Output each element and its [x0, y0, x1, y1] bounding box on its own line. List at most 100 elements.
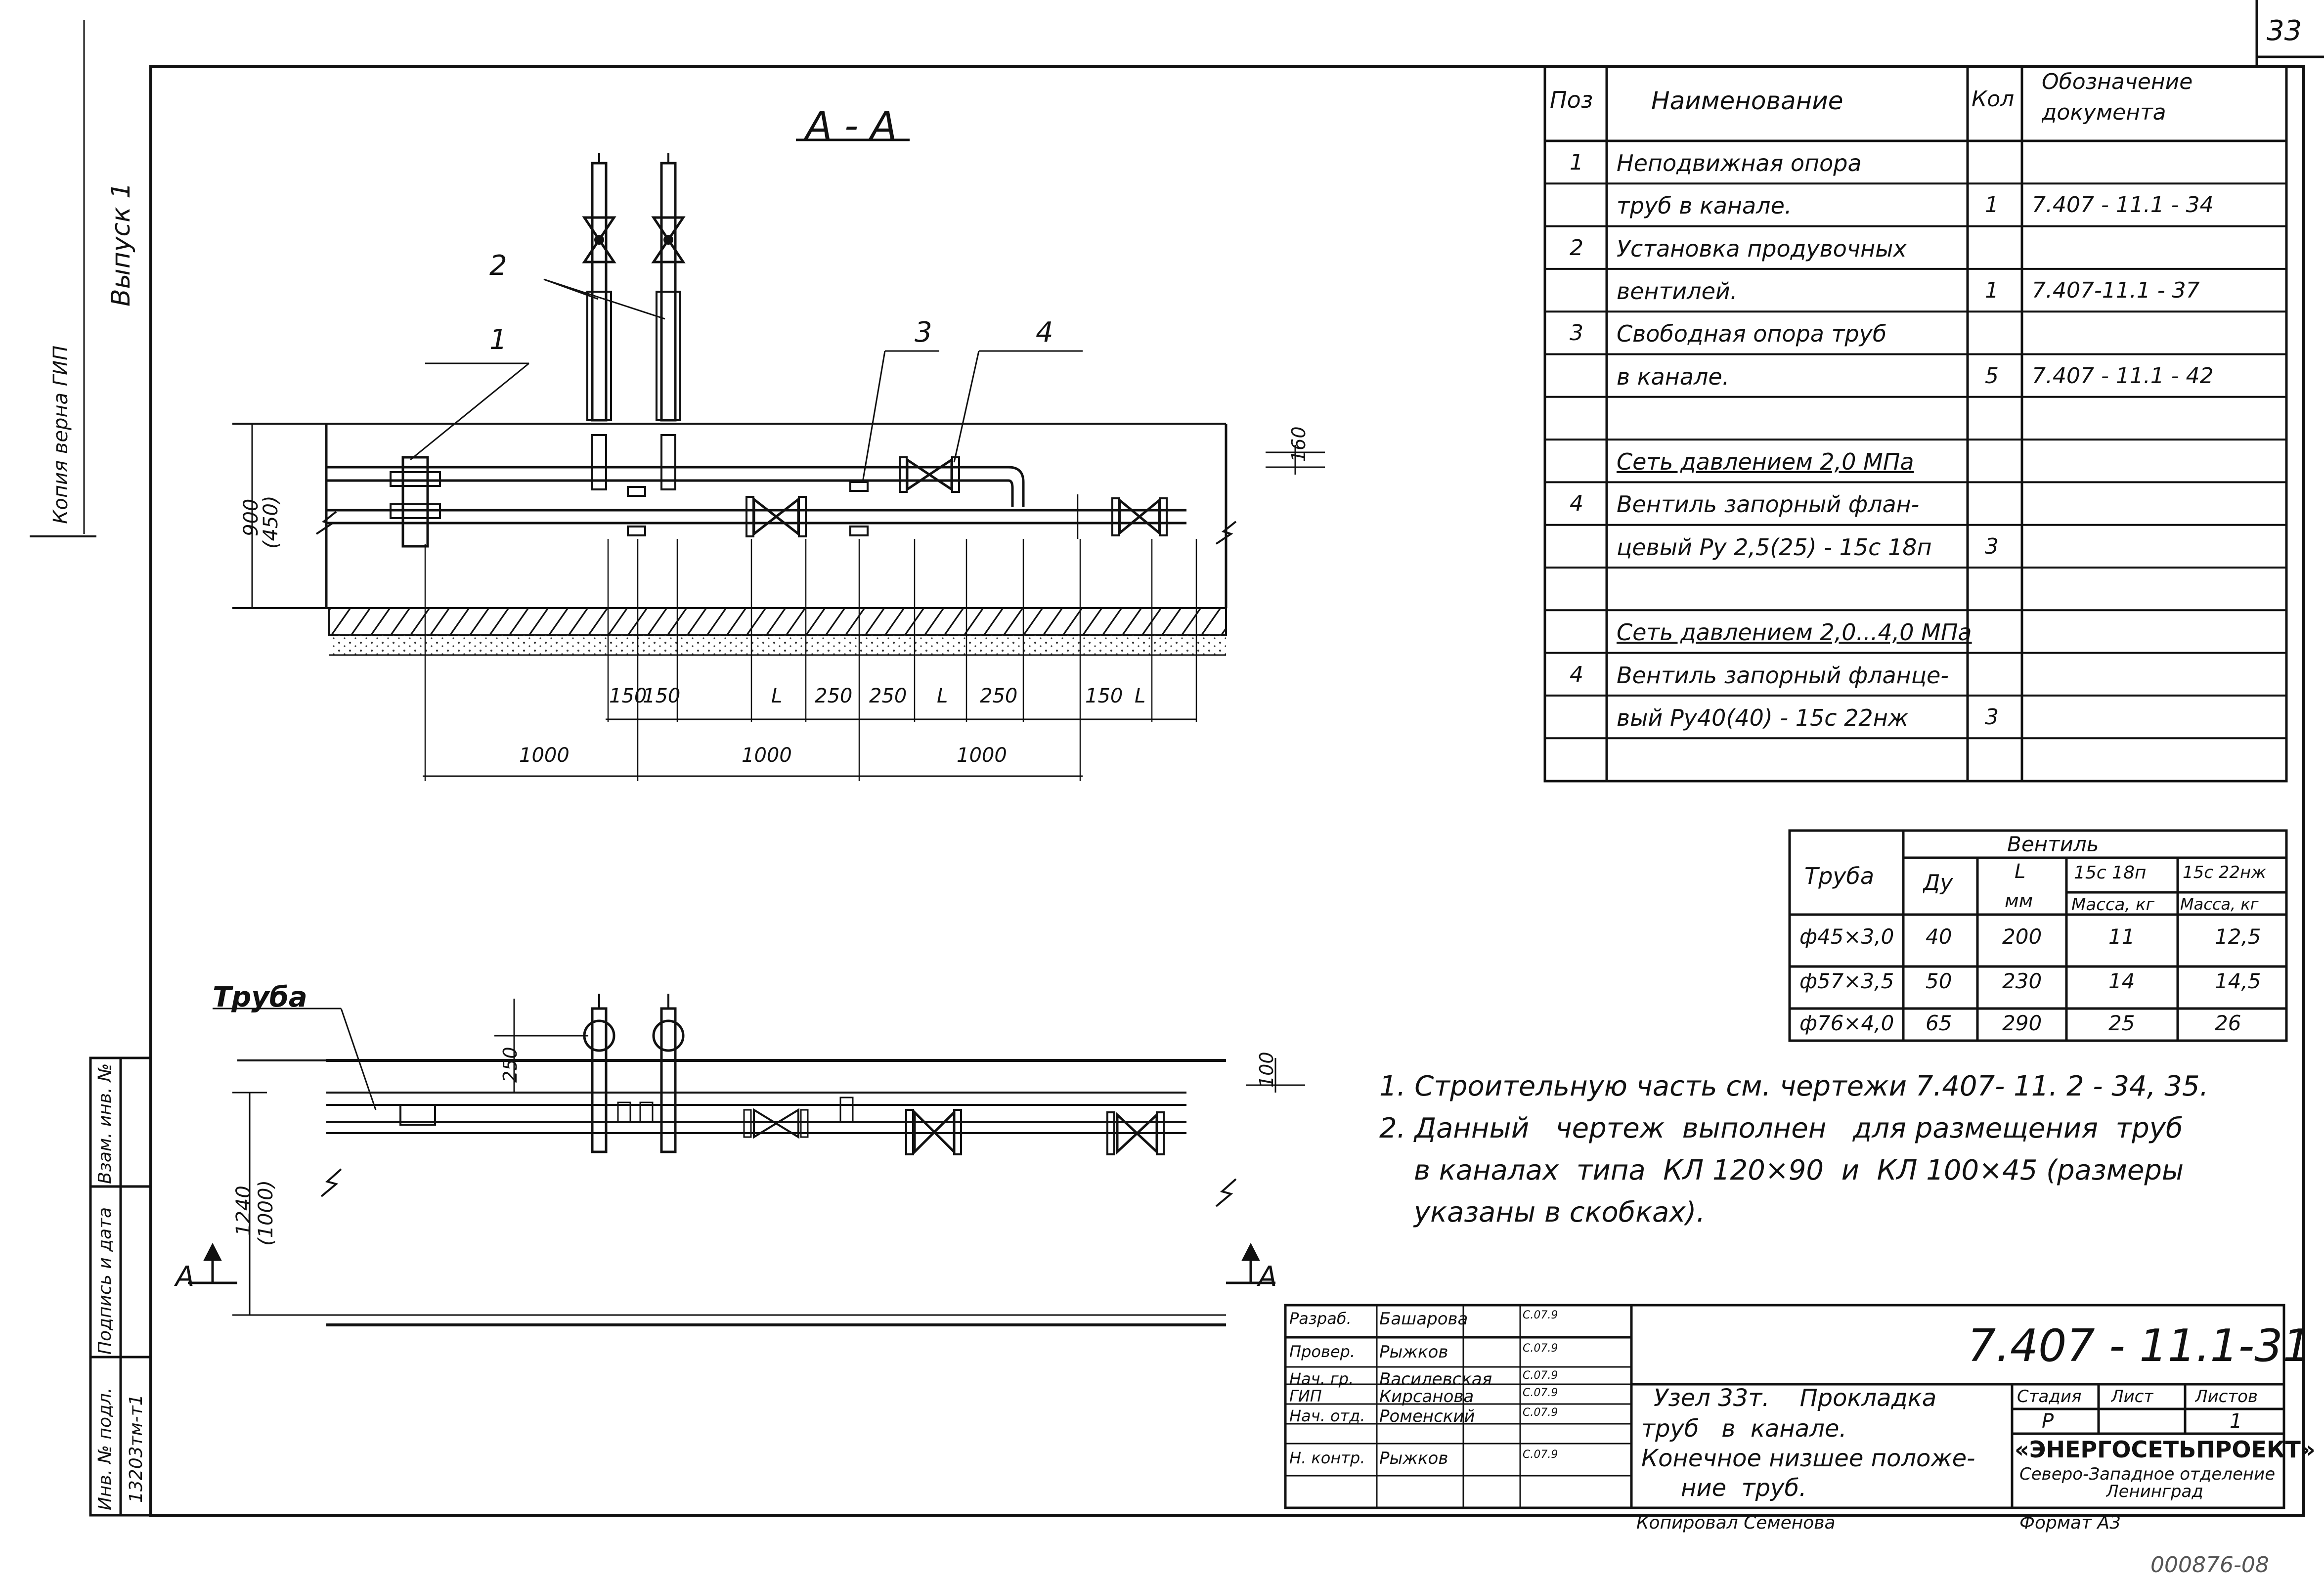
- tb-roles-0: Разраб.: [1289, 1309, 1352, 1328]
- valve-r2-pipe: ф76×4,0: [1799, 1011, 1894, 1035]
- callout-4: 4: [1036, 316, 1053, 349]
- tb-names-5: Рыжков: [1379, 1449, 1448, 1468]
- valve-r2-m2: 26: [2215, 1011, 2241, 1035]
- note-2: 2. Данный чертеж выполнен для размещения…: [1379, 1112, 2183, 1144]
- dim-150-c: 150: [1085, 685, 1123, 707]
- valve-r1-m2: 14,5: [2215, 969, 2261, 993]
- dim-plan-outer: 1240: [232, 1186, 255, 1236]
- side-stamp: Копия верна ГИП: [49, 345, 72, 524]
- dim-150-b: 150: [643, 685, 681, 707]
- note-1: 1. Строительную часть см. чертежи 7.407-…: [1379, 1070, 2209, 1102]
- spec-cell-r5-c2: 5: [1985, 363, 1999, 389]
- dim-plan-inner: (1000): [255, 1180, 277, 1246]
- spec-table-grid: [1543, 65, 2288, 783]
- valve-r1-pipe: ф57×3,5: [1799, 969, 1894, 993]
- tb-desc-2: труб в канале.: [1641, 1415, 1847, 1443]
- tb-org-sub2: Ленинград: [2106, 1482, 2203, 1501]
- sheet-number: 33: [2267, 15, 2302, 47]
- callout-3: 3: [915, 316, 932, 349]
- callout-2: 2: [489, 250, 507, 282]
- tb-roles-2: Нач. гр.: [1289, 1369, 1354, 1388]
- dim-offset: 160: [1288, 426, 1310, 462]
- spec-header-qty: Кол: [1972, 87, 2015, 112]
- valve-r1-m1: 14: [2108, 969, 2135, 993]
- tb-dates-1: С.07.9: [1523, 1342, 1558, 1355]
- spec-cell-r8-c1: Вентиль запорный флан-: [1617, 491, 1920, 518]
- valve-h-m1: Масса, кг: [2071, 895, 2155, 915]
- dim-l-b: L: [937, 685, 948, 707]
- valve-r0-pipe: ф45×3,0: [1799, 924, 1894, 949]
- side-vypusk: Выпуск 1: [106, 182, 136, 307]
- title-block-grid: [1284, 1304, 2285, 1509]
- spec-cell-r1-c2: 1: [1985, 192, 1999, 218]
- spec-cell-r1-c1: труб в канале.: [1617, 192, 1792, 220]
- dim-250-a: 250: [815, 685, 853, 707]
- tb-names-1: Рыжков: [1379, 1342, 1448, 1362]
- spec-cell-r13-c1: вый Ру40(40) - 15с 22нж: [1617, 704, 1909, 731]
- section-mark-left: А: [175, 1261, 195, 1293]
- spec-cell-r5-c1: в канале.: [1617, 363, 1730, 390]
- spec-cell-r4-c0: 3: [1570, 320, 1583, 346]
- spec-cell-r2-c0: 2: [1570, 235, 1583, 261]
- tb-desc-4: ние труб.: [1681, 1474, 1807, 1502]
- tb-sheets: 1: [2230, 1410, 2242, 1433]
- valve-h-mm: мм: [2005, 890, 2033, 912]
- valve-r2-m1: 25: [2108, 1011, 2135, 1035]
- section-title: А - А: [806, 104, 897, 148]
- valve-r0-m1: 11: [2108, 924, 2135, 949]
- tb-names-3: Кирсанова: [1379, 1387, 1474, 1406]
- tb-dates-4: С.07.9: [1523, 1406, 1558, 1419]
- tb-names-2: Василевская: [1379, 1369, 1492, 1389]
- tb-desc-3: Конечное низшее положе-: [1641, 1445, 1975, 1472]
- tb-dates-3: С.07.9: [1523, 1387, 1558, 1399]
- side-sign-label: Подпись и дата: [95, 1207, 115, 1355]
- spec-cell-r3-c1: вентилей.: [1617, 277, 1738, 305]
- dim-1000-b: 1000: [742, 744, 792, 767]
- note-4: указаны в скобках).: [1414, 1196, 1706, 1229]
- spec-cell-r0-c1: Неподвижная опора: [1617, 150, 1862, 176]
- dim-250-c: 250: [980, 685, 1018, 707]
- plan-label: Труба: [213, 981, 307, 1013]
- side-replace-label: Взам. инв. №: [95, 1063, 115, 1184]
- sheet-frame: [149, 0, 2324, 1517]
- spec-cell-r4-c1: Свободная опора труб: [1617, 320, 1887, 348]
- dim-150-a: 150: [609, 685, 647, 707]
- spec-cell-r7-c1: Сеть давлением 2,0 МПа: [1617, 448, 1914, 476]
- spec-table-rows: [1545, 182, 2286, 740]
- valve-h-dn: Ду: [1923, 870, 1953, 895]
- section-view: [232, 138, 1325, 781]
- callout-1: 1: [489, 324, 507, 356]
- tb-dates-0: С.07.9: [1523, 1309, 1558, 1321]
- spec-cell-r5-c3: 7.407 - 11.1 - 42: [2032, 363, 2214, 389]
- valve-h-valve: Вентиль: [2007, 832, 2099, 856]
- tb-dates-2: С.07.9: [1523, 1369, 1558, 1382]
- side-inv-number: 13203тм-т1: [126, 1394, 146, 1503]
- tb-copied: Копировал Семенова: [1636, 1513, 1836, 1533]
- spec-cell-r12-c1: Вентиль запорный фланце-: [1617, 661, 1949, 689]
- tb-roles-4: Нач. отд.: [1289, 1406, 1365, 1425]
- tb-desc-1: Узел 33т. Прокладка: [1654, 1384, 1937, 1412]
- tb-stage: Р: [2042, 1410, 2054, 1433]
- side-inv-label: Инв. № подл.: [95, 1387, 115, 1510]
- tb-roles-1: Провер.: [1289, 1342, 1355, 1361]
- left-stamp-strip: [30, 20, 152, 1517]
- spec-cell-r3-c2: 1: [1985, 277, 1999, 303]
- valve-h-l: L: [2015, 860, 2026, 883]
- dim-1000-a: 1000: [519, 744, 570, 767]
- bottom-code: 000876-08: [2150, 1552, 2269, 1578]
- tb-org: «ЭНЕРГОСЕТЬПРОЕКТ»: [2015, 1436, 2316, 1463]
- spec-cell-r13-c2: 3: [1985, 704, 1999, 730]
- tb-stage-h: Стадия: [2017, 1387, 2082, 1406]
- valve-r1-dn: 50: [1926, 969, 1952, 993]
- tb-format: Формат А3: [2019, 1513, 2121, 1533]
- spec-cell-r11-c1: Сеть давлением 2,0...4,0 МПа: [1617, 619, 1972, 646]
- tb-sheets-h: Листов: [2195, 1387, 2258, 1406]
- spec-cell-r3-c3: 7.407-11.1 - 37: [2032, 277, 2200, 303]
- valve-r0-l: 200: [2002, 924, 2042, 949]
- dim-plan-side: 100: [1256, 1052, 1277, 1088]
- spec-cell-r2-c1: Установка продувочных: [1617, 235, 1907, 262]
- tb-roles-5: Н. контр.: [1289, 1449, 1365, 1467]
- spec-header-name: Наименование: [1651, 87, 1843, 115]
- plan-view: [188, 994, 1305, 1326]
- tb-org-sub1: Северо-Западное отделение: [2019, 1464, 2276, 1484]
